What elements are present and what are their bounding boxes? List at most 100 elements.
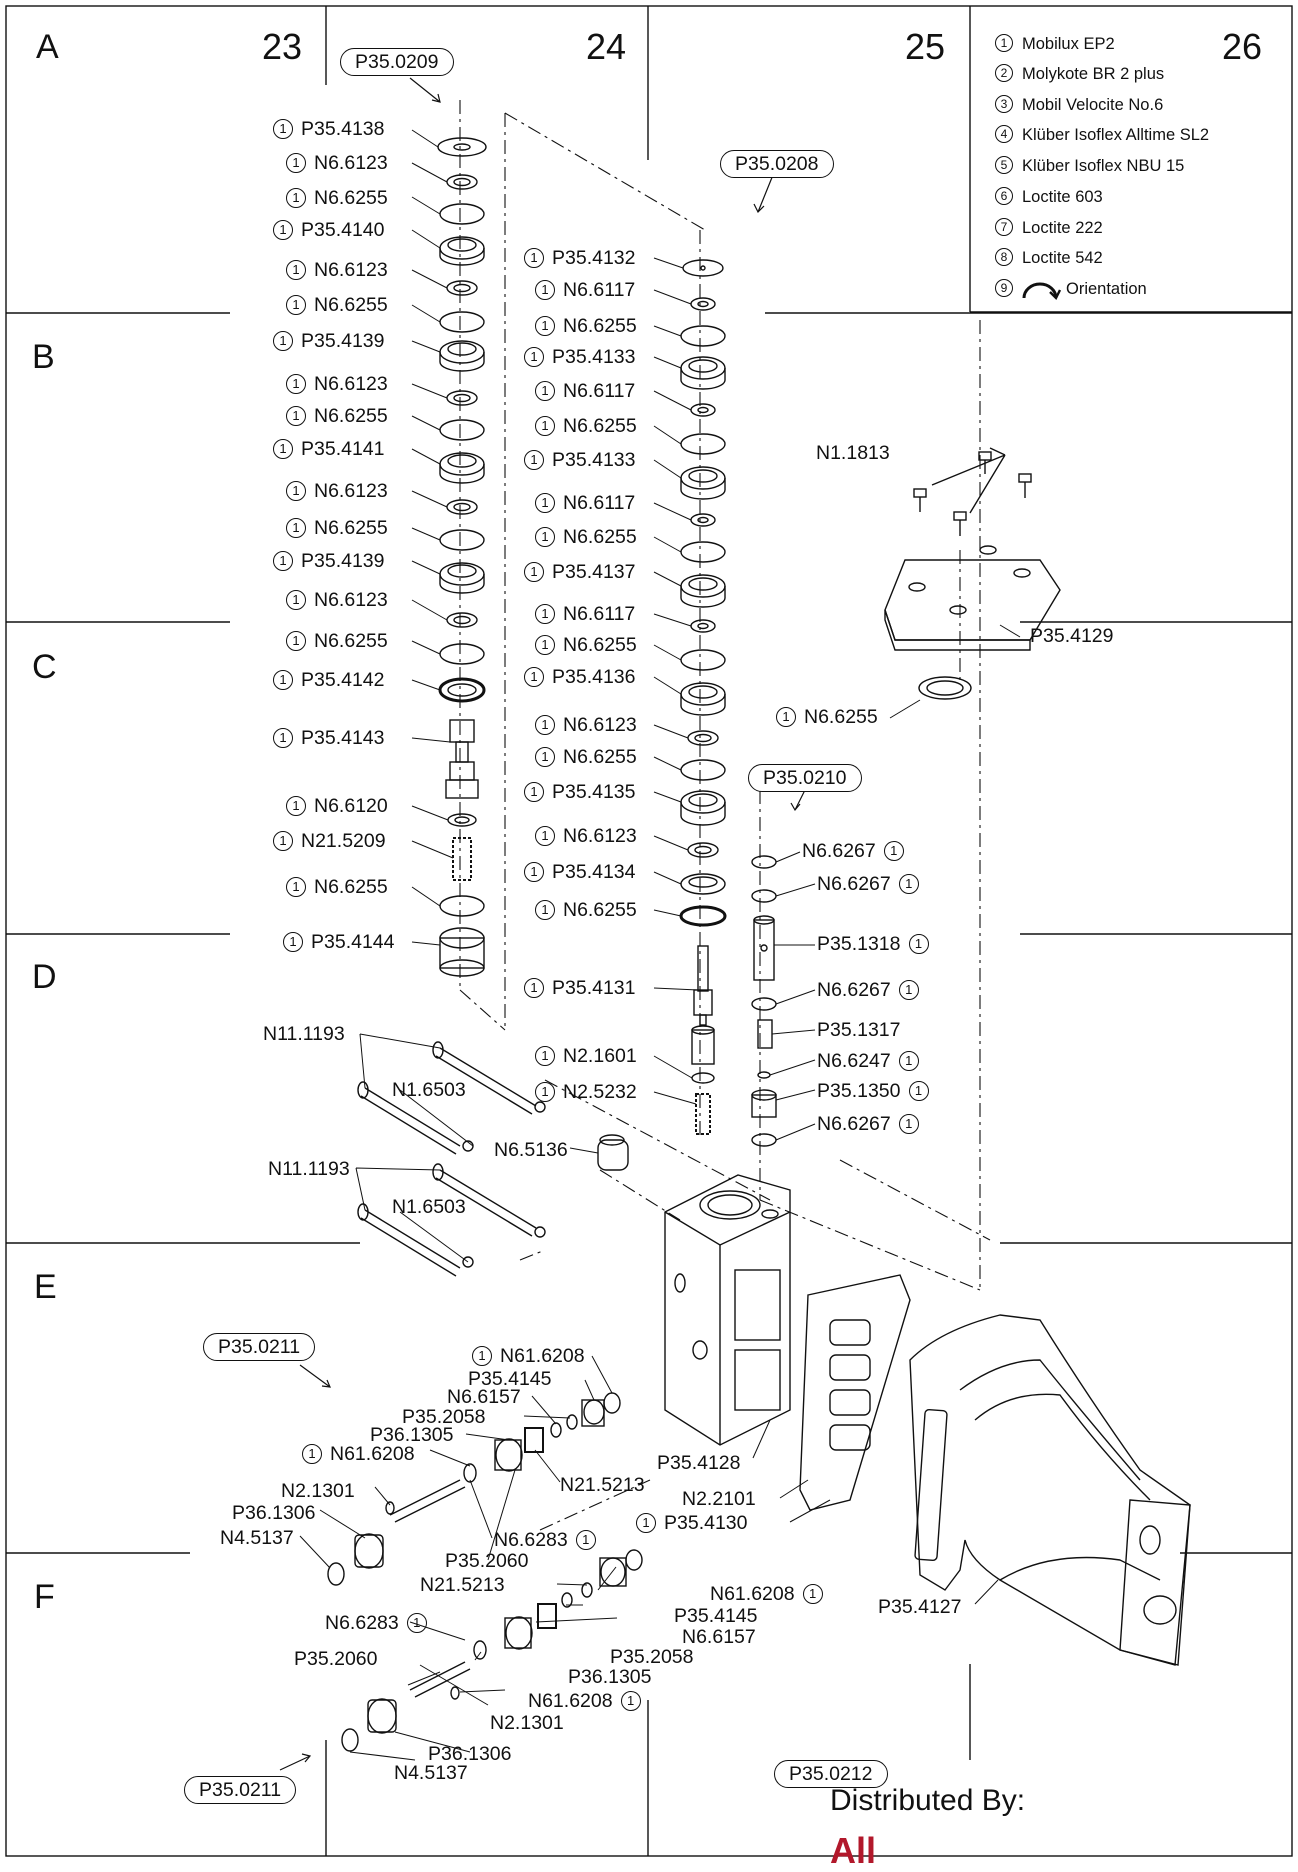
plug-label: N6.5136 (494, 1139, 568, 1161)
assembly-callout: P35.0212 (774, 1760, 888, 1788)
bolts-drawing (357, 1041, 629, 1277)
main-block-drawing (664, 1174, 791, 1446)
gasket-plate-drawing (799, 1274, 911, 1511)
part-label: N2.1301 (281, 1480, 355, 1502)
part-label: P35.4145 (674, 1605, 758, 1627)
zone-col-25: 25 (905, 26, 946, 67)
zone-row-e: E (34, 1268, 57, 1306)
part-label: N6.6157 (682, 1626, 756, 1648)
part-label: P35.4127 (878, 1596, 962, 1618)
part-label: P36.1305 (370, 1424, 454, 1446)
distributor-logo: All (830, 1830, 877, 1871)
zone-row-d: D (32, 958, 57, 996)
part-label: N6.6157 (447, 1386, 521, 1408)
washer-label: N1.6503 (392, 1196, 466, 1218)
part-label: P35.2058 (610, 1646, 694, 1668)
part-label: P36.1305 (568, 1666, 652, 1688)
part-label: P36.1306 (428, 1743, 512, 1765)
assembly-callout: P35.0210 (748, 764, 862, 792)
assembly-callout: P35.0208 (720, 150, 834, 178)
zone-row-c: C (32, 648, 57, 686)
sheet-frame (5, 5, 1293, 1857)
cover-plate-drawing (884, 447, 1061, 700)
zone-col-23: 23 (262, 26, 303, 67)
left-stack-parts (437, 137, 487, 977)
handle-drawing (909, 1314, 1191, 1666)
zone-row-f: F (34, 1578, 55, 1616)
part-label: N4.5137 (220, 1527, 294, 1549)
part-label: P35.1317 (817, 1019, 901, 1041)
part-label: N21.5213 (560, 1474, 645, 1496)
middle-stack-parts (679, 259, 727, 1135)
right-stack-parts (751, 855, 777, 1147)
part-label: P35.2058 (402, 1406, 486, 1428)
zone-col-26: 26 (1222, 26, 1263, 67)
part-label: P35.2060 (294, 1648, 378, 1670)
part-label: P35.4128 (657, 1452, 741, 1474)
assembly-callout: P35.0211 (184, 1776, 297, 1804)
washer-label: N1.6503 (392, 1079, 466, 1101)
cover-plate-label: P35.4129 (1030, 625, 1114, 647)
part-label: P36.1306 (232, 1502, 316, 1524)
zone-row-b: B (32, 338, 55, 376)
part-label: P35.2060 (445, 1550, 529, 1572)
